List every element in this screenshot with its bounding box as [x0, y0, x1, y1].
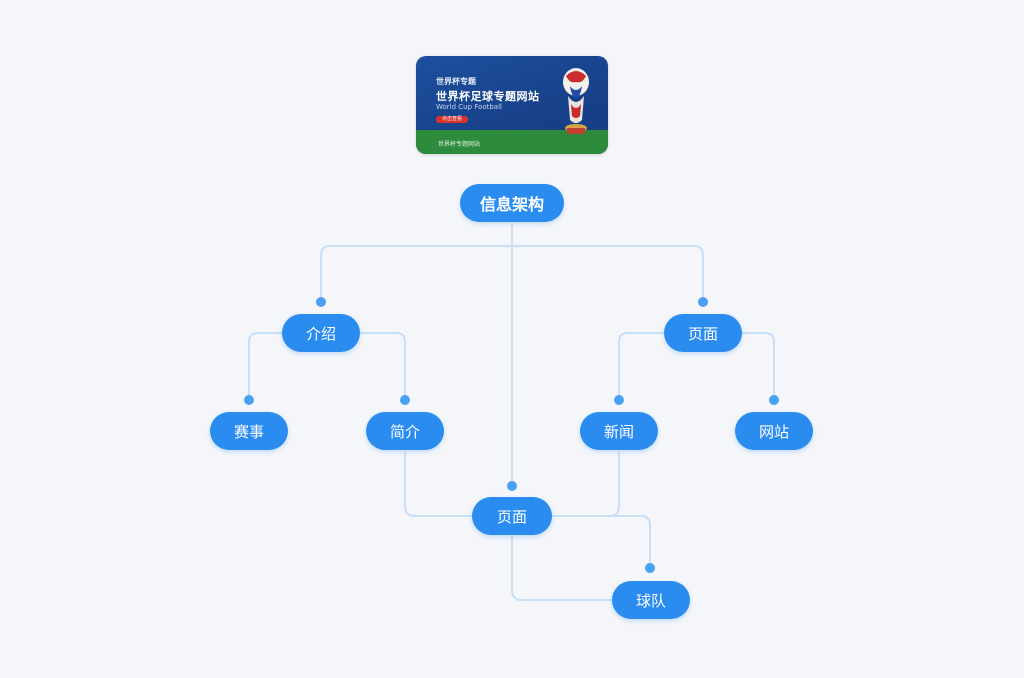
leaf-node-4[interactable]: 网站	[735, 412, 813, 450]
branch-node-left[interactable]: 介绍	[282, 314, 360, 352]
root-node[interactable]: 信息架构	[460, 184, 564, 222]
trophy-icon	[563, 68, 589, 134]
connector-dot	[698, 297, 708, 307]
banner-line1: 世界杯专题	[436, 77, 476, 86]
center-node[interactable]: 页面	[472, 497, 552, 535]
connector-dot	[614, 395, 624, 405]
link-leaf2-center	[404, 452, 472, 517]
banner-subtitle: World Cup Football	[436, 103, 502, 111]
link-center-dot	[552, 515, 651, 568]
link-right-leaf3	[618, 332, 664, 400]
banner-badge: 点击查看	[436, 116, 468, 123]
leaf-node-3[interactable]: 新闻	[580, 412, 658, 450]
connector-dot	[244, 395, 254, 405]
link-left-leaf2	[360, 332, 406, 400]
connector-dot	[769, 395, 779, 405]
link-leaf3-center	[552, 452, 620, 517]
link-right-leaf4	[742, 332, 775, 400]
connector-dot	[645, 563, 655, 573]
leaf-node-2[interactable]: 简介	[366, 412, 444, 450]
banner-footer: 世界杯专题网站	[438, 141, 481, 148]
link-root-right	[512, 245, 704, 302]
link-root-left	[320, 245, 512, 302]
link-center-bottom	[511, 536, 612, 601]
branch-node-right[interactable]: 页面	[664, 314, 742, 352]
connector-dot	[507, 481, 517, 491]
leaf-node-1[interactable]: 赛事	[210, 412, 288, 450]
banner-title: 世界杯足球专题网站	[436, 90, 540, 103]
connector-dot	[400, 395, 410, 405]
connector-dot	[316, 297, 326, 307]
link-left-leaf1	[248, 332, 282, 400]
bottom-node[interactable]: 球队	[612, 581, 690, 619]
banner-image: 世界杯专题 世界杯足球专题网站 World Cup Football 点击查看 …	[416, 56, 608, 154]
